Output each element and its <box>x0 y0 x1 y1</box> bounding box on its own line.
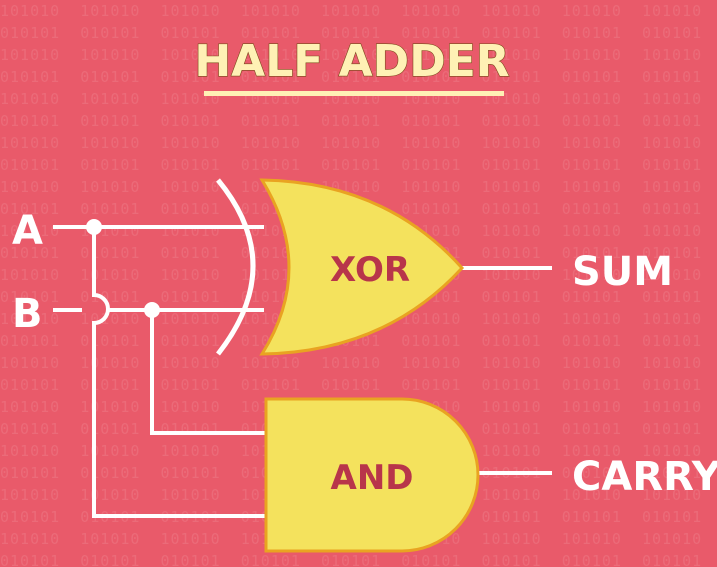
and-gate: AND <box>264 397 480 553</box>
page-title: HALF ADDER <box>194 36 509 87</box>
xor-gate-label: XOR <box>330 250 410 290</box>
input-label-a: A <box>12 208 43 254</box>
output-label-sum: SUM <box>572 249 673 295</box>
junction-dot-a <box>86 219 102 235</box>
junction-dot-b <box>144 302 160 318</box>
input-label-b: B <box>12 291 43 337</box>
title-underline <box>204 91 504 96</box>
and-gate-label: AND <box>331 458 414 498</box>
xor-gate: XOR <box>216 178 465 356</box>
title-group: HALF ADDER <box>194 35 510 96</box>
wire-a-to-and <box>92 225 270 518</box>
wires <box>53 225 552 518</box>
and-gate-body <box>264 397 480 553</box>
xor-gate-body <box>259 178 465 356</box>
wire-b-to-and <box>150 308 270 435</box>
xor-gate-input-arc <box>216 178 256 356</box>
output-label-carry: CARRY <box>572 454 717 500</box>
